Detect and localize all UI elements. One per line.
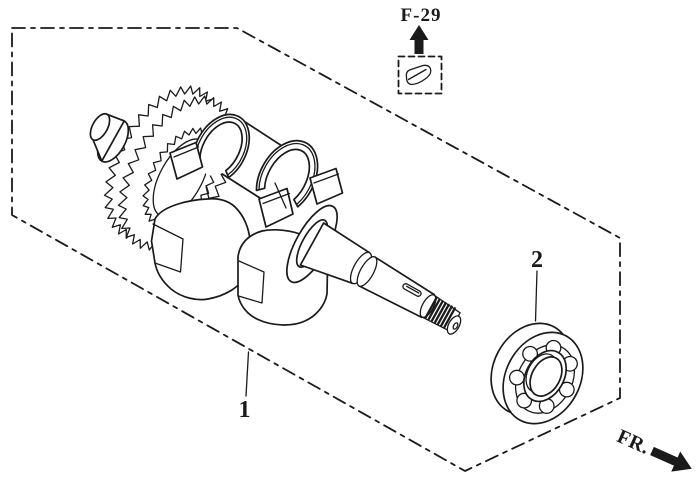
- ball-bearing-illustration: [490, 322, 584, 425]
- woodruff-key-box: [397, 55, 443, 95]
- crankshaft-illustration: [89, 85, 462, 335]
- part2-leader-line: [534, 270, 538, 322]
- part2-callout: 2: [531, 247, 543, 322]
- part2-label: 2: [531, 247, 543, 273]
- shaft-front-stub: [89, 112, 130, 163]
- crank-web-front: [150, 113, 251, 301]
- front-direction-group: FR.: [614, 425, 692, 472]
- part1-leader-line: [245, 351, 250, 397]
- shaft-step-ring: [356, 256, 378, 287]
- f29-reference-label: F-29: [401, 5, 442, 26]
- bearing-bore: [529, 356, 563, 397]
- f29-reference-group: F-29: [397, 5, 443, 95]
- up-arrow-icon: [409, 25, 429, 54]
- front-direction-arrow-icon: [650, 446, 692, 472]
- part1-label: 1: [239, 397, 251, 423]
- part1-callout: 1: [239, 351, 251, 423]
- diagram-frame: [11, 27, 621, 472]
- counterweight-front: [150, 197, 251, 301]
- woodruff-key-illustration: [405, 64, 432, 86]
- front-direction-label: FR.: [614, 425, 653, 459]
- keyway-slot: [402, 283, 422, 297]
- shaft-thread: [419, 294, 462, 335]
- bearing-balls: [508, 339, 578, 414]
- output-shaft: [299, 222, 462, 335]
